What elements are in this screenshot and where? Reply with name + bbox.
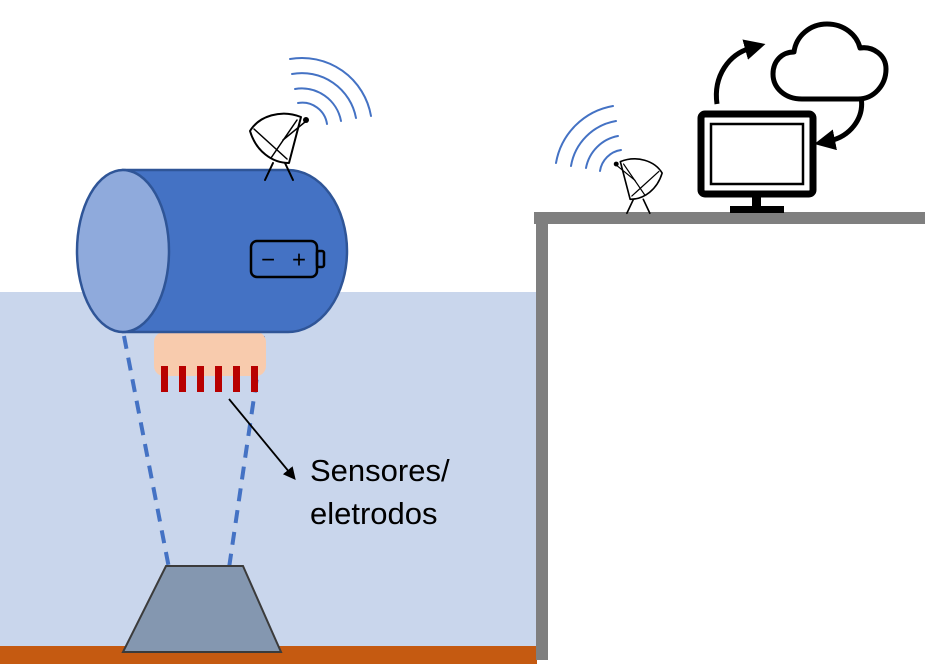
electrode-pin [197,366,204,392]
signal-arc [570,120,617,167]
monitor-stand [752,194,761,208]
signal-arc [585,135,619,169]
mooring-line-right [227,335,265,569]
monitor-icon [697,110,817,213]
water-body [0,292,542,646]
shore-signal-waves [555,105,622,172]
signal-arc [291,72,357,119]
signal-arc [289,56,372,117]
annotation-label-line1: Sensores/ [310,453,450,488]
buoy-body [121,168,349,334]
annotation-arrow [228,398,296,480]
ground-wall [536,212,548,660]
anchor-weight [121,565,283,653]
electrode-pins [161,366,258,392]
buoy-signal-waves [289,56,372,125]
cloud-icon [770,21,889,102]
battery-icon: − + [249,239,326,279]
mooring-line-left [122,335,171,569]
battery-plus-sign: + [292,247,306,274]
monitor-screen [709,122,805,186]
shore-antenna-icon [612,158,663,215]
battery-minus-sign: − [261,247,275,274]
annotation-label-line2: eletrodos [310,496,438,531]
ground-surface [534,212,925,224]
sync-upload-arrow-icon [713,39,766,105]
signal-arc [294,87,342,122]
electrode-pin [233,366,240,392]
electrode-pin [161,366,168,392]
signal-arc [297,101,328,125]
sensor-module [154,332,266,376]
buoy-end-cap [75,168,171,334]
shore-ground [534,212,925,660]
electrode-pin [215,366,222,392]
mooring-lines [122,335,265,569]
sync-download-arrow-icon [814,96,865,151]
monitor-base [730,206,784,213]
electrode-pin [179,366,186,392]
electrode-pin [251,366,258,392]
battery-terminal-nub [315,249,326,269]
signal-arc [555,105,614,164]
signal-arc [599,149,622,172]
